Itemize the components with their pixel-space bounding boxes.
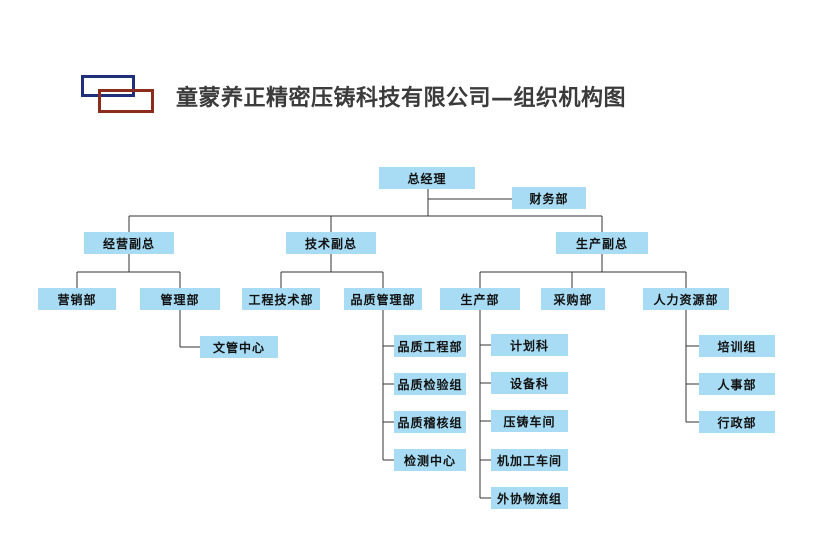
company-logo-mark-red <box>98 89 154 113</box>
node-management: 管理部 <box>140 288 220 310</box>
node-engineering: 工程技术部 <box>242 288 320 310</box>
node-machining: 机加工车间 <box>491 449 568 471</box>
node-planning: 计划科 <box>491 334 568 356</box>
node-finance: 财务部 <box>512 187 586 209</box>
node-training: 培训组 <box>699 335 775 357</box>
node-admin: 行政部 <box>699 411 775 433</box>
node-equipment: 设备科 <box>491 372 568 394</box>
node-sales: 营销部 <box>38 288 116 310</box>
node-quality-engineering: 品质工程部 <box>394 335 466 357</box>
node-purchasing: 采购部 <box>541 288 605 310</box>
node-quality: 品质管理部 <box>344 288 422 310</box>
node-quality-inspection: 品质检验组 <box>394 373 466 395</box>
node-vp-production: 生产副总 <box>556 232 648 254</box>
node-vp-business: 经营副总 <box>84 232 174 254</box>
node-diecasting: 压铸车间 <box>491 410 568 432</box>
company-logo-mark-blue <box>81 75 135 97</box>
node-outsourcing: 外协物流组 <box>491 487 568 509</box>
chart-title: 童蒙养正精密压铸科技有限公司—组织机构图 <box>176 86 627 111</box>
node-ceo: 总经理 <box>379 167 475 189</box>
node-production: 生产部 <box>440 288 520 310</box>
node-vp-tech: 技术副总 <box>286 232 376 254</box>
node-test-center: 检测中心 <box>394 449 466 471</box>
node-hr: 人力资源部 <box>643 288 729 310</box>
node-quality-audit: 品质稽核组 <box>394 411 466 433</box>
node-personnel: 人事部 <box>699 373 775 395</box>
node-document-center: 文管中心 <box>200 336 278 358</box>
